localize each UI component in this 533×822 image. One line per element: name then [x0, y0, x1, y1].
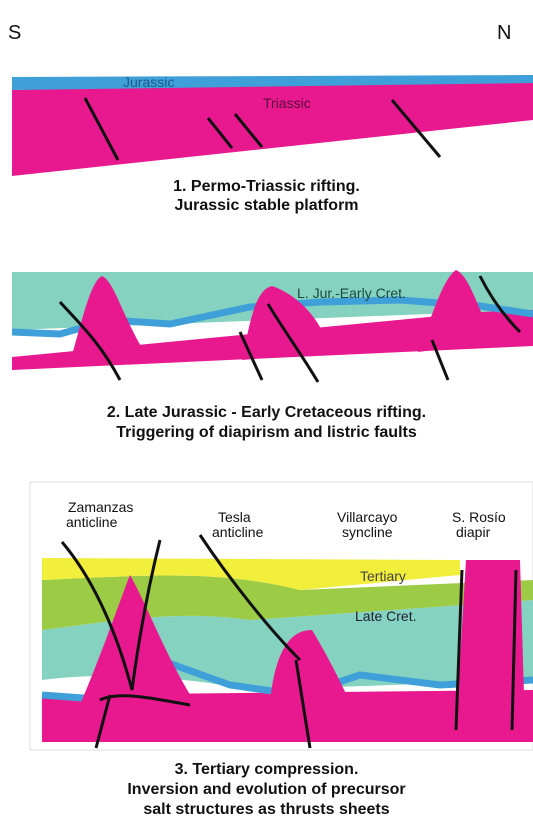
villarcayo-label-2: syncline [342, 524, 393, 540]
panel-2-cross-section: L. Jur.-Early Cret. [0, 262, 533, 392]
panel-1-caption: 1. Permo-Triassic rifting. Jurassic stab… [0, 177, 533, 215]
north-label: N [497, 22, 511, 45]
caption-line: salt structures as thrusts sheets [0, 800, 533, 820]
panel-1-cross-section: Jurassic Triassic [0, 60, 533, 180]
panel-2-caption: 2. Late Jurassic - Early Cretaceous rift… [0, 403, 533, 443]
jurassic-label: Jurassic [123, 74, 174, 90]
triassic-label: Triassic [263, 95, 311, 111]
villarcayo-label-1: Villarcayo [337, 509, 398, 525]
tesla-label-2: anticline [212, 524, 264, 540]
caption-line: Jurassic stable platform [0, 196, 533, 215]
triassic-layer [12, 75, 533, 176]
panel-3-cross-section: Zamanzas anticline Tesla anticline Villa… [0, 480, 533, 752]
rosio-label-2: diapir [456, 524, 491, 540]
caption-line: Triggering of diapirism and listric faul… [0, 423, 533, 443]
zamanzas-label-2: anticline [66, 514, 118, 530]
caption-line: 1. Permo-Triassic rifting. [0, 177, 533, 196]
panel-3-caption: 3. Tertiary compression. Inversion and e… [0, 760, 533, 820]
unit-label: L. Jur.-Early Cret. [297, 285, 406, 301]
caption-line: 3. Tertiary compression. [0, 760, 533, 780]
zamanzas-label-1: Zamanzas [68, 499, 133, 515]
caption-line: 2. Late Jurassic - Early Cretaceous rift… [0, 403, 533, 423]
tesla-label-1: Tesla [218, 509, 251, 525]
tertiary-label: Tertiary [360, 568, 406, 584]
rosio-label-1: S. Rosío [452, 509, 506, 525]
caption-line: Inversion and evolution of precursor [0, 780, 533, 800]
late-cret-label: Late Cret. [355, 608, 416, 624]
south-label: S [8, 22, 21, 45]
